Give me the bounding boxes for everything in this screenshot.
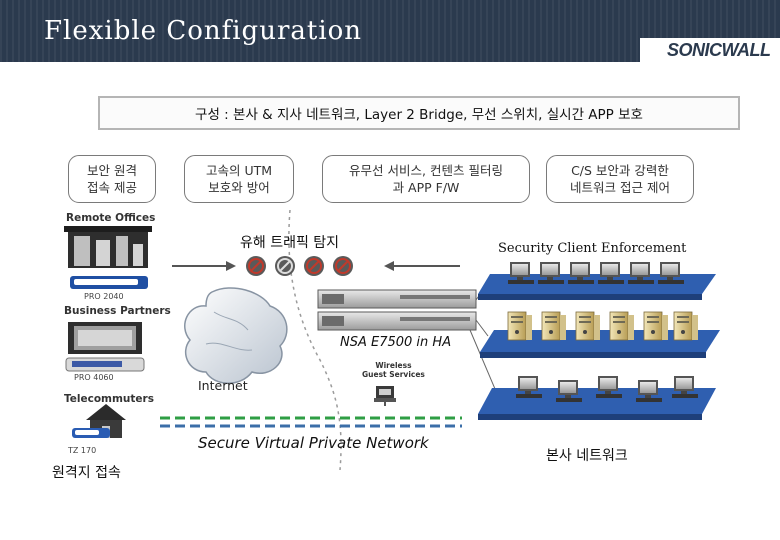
hq-server-farm [480,312,720,358]
label-remote-offices: Remote Offices [66,212,155,224]
hq-client-pcs [478,262,716,300]
traffic-arrow-left [384,261,460,271]
label-pro2040: PRO 2040 [84,292,124,301]
internet-cloud-icon [185,288,287,383]
pro4060-appliance-icon [66,358,144,371]
label-business-partners: Business Partners [64,305,171,317]
label-wireless-guest: Wireless Guest Services [362,361,425,379]
label-hq-network: 본사 네트워크 [546,445,628,465]
label-tz170: TZ 170 [68,446,96,455]
pro2040-appliance-icon [70,276,148,289]
remote-offices-icon [64,226,152,268]
label-malicious-traffic: 유해 트래픽 탐지 [240,232,339,252]
label-telecommuters: Telecommuters [64,393,154,405]
label-pro4060: PRO 4060 [74,373,114,382]
wireless-access-point-icon [374,386,396,406]
label-security-client-enforcement: Security Client Enforcement [498,241,686,256]
label-remote-access: 원격지 접속 [52,462,121,482]
threat-block-icons [246,256,353,276]
traffic-arrow-right [172,261,236,271]
label-internet: Internet [198,378,248,393]
hq-workstations [478,376,716,420]
label-secure-vpn: Secure Virtual Private Network [198,434,429,452]
label-nsa-e7500: NSA E7500 in HA [340,335,451,350]
tz170-appliance-icon [72,428,110,438]
nsa-e7500-appliances-icon [318,290,476,330]
business-partners-icon [68,322,142,354]
